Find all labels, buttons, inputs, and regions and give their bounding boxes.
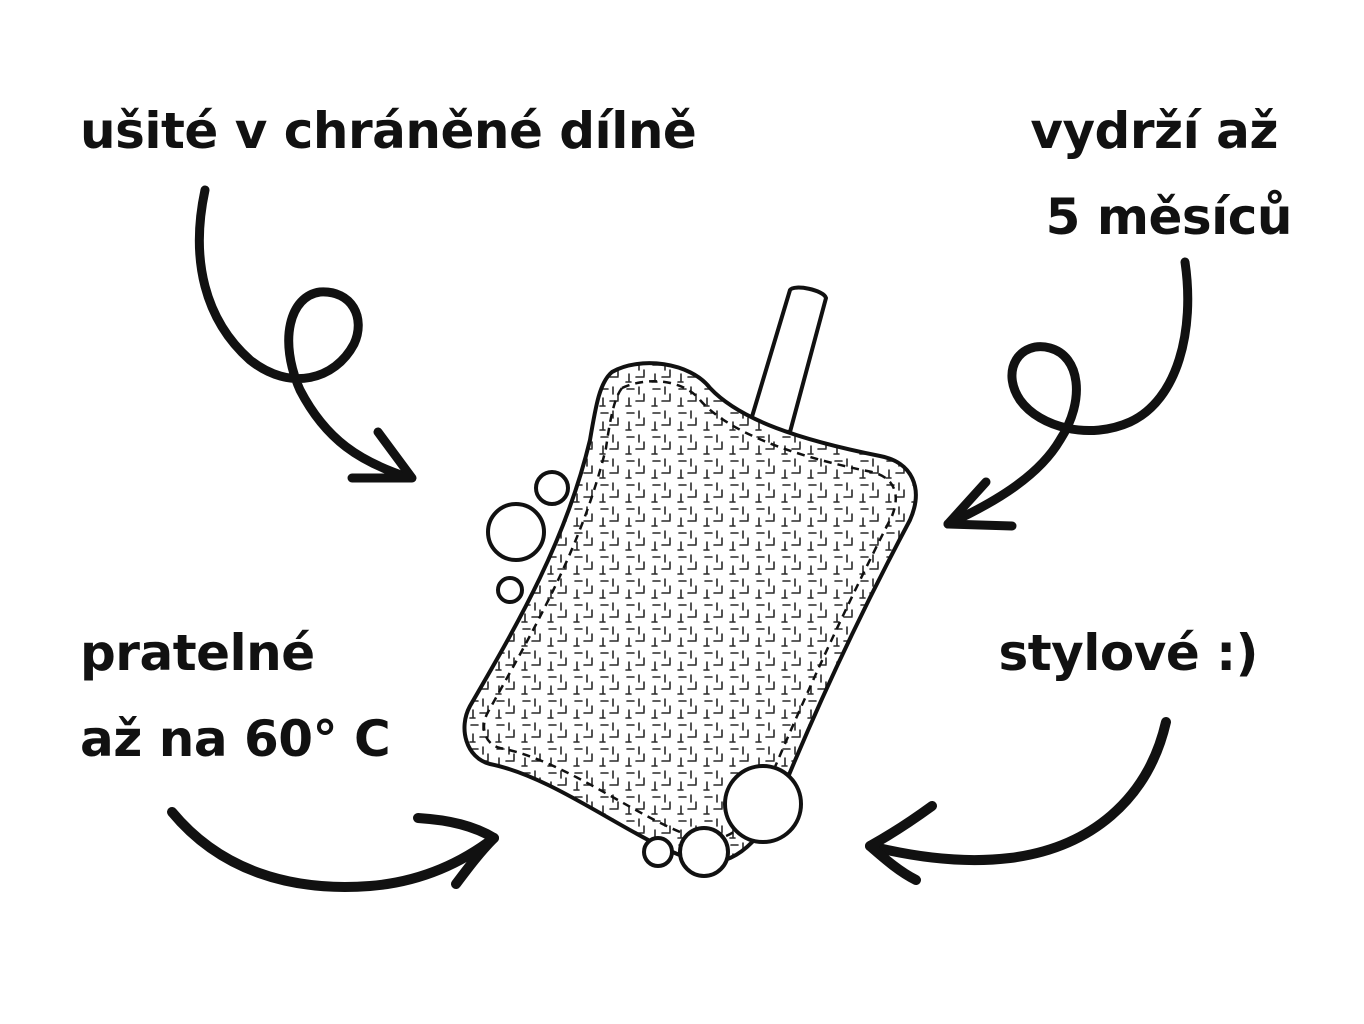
label-line: pratelné bbox=[80, 624, 315, 682]
arrow-bottom-right-icon bbox=[865, 717, 1171, 885]
arrow-top-right-icon bbox=[943, 257, 1193, 531]
label-line: až na 60° C bbox=[80, 710, 391, 768]
brush-handle-icon bbox=[746, 285, 828, 434]
arrow-top-left-icon bbox=[194, 185, 417, 483]
soap-bubble-icon bbox=[486, 470, 803, 878]
label-washable-up-to-60c: pratelné až na 60° C bbox=[80, 610, 391, 782]
dish-brush-sponge-icon bbox=[462, 361, 918, 865]
arrow-bottom-left-icon bbox=[167, 807, 499, 892]
label-lasts-up-to-5-months: vydrží až 5 měsíců bbox=[1030, 88, 1292, 260]
label-stylish: stylové :) bbox=[998, 624, 1258, 682]
label-line: vydrží až bbox=[1030, 102, 1278, 160]
label-line: 5 měsíců bbox=[1045, 188, 1293, 246]
label-sewn-in-sheltered-workshop: ušité v chráněné dílně bbox=[80, 102, 697, 160]
